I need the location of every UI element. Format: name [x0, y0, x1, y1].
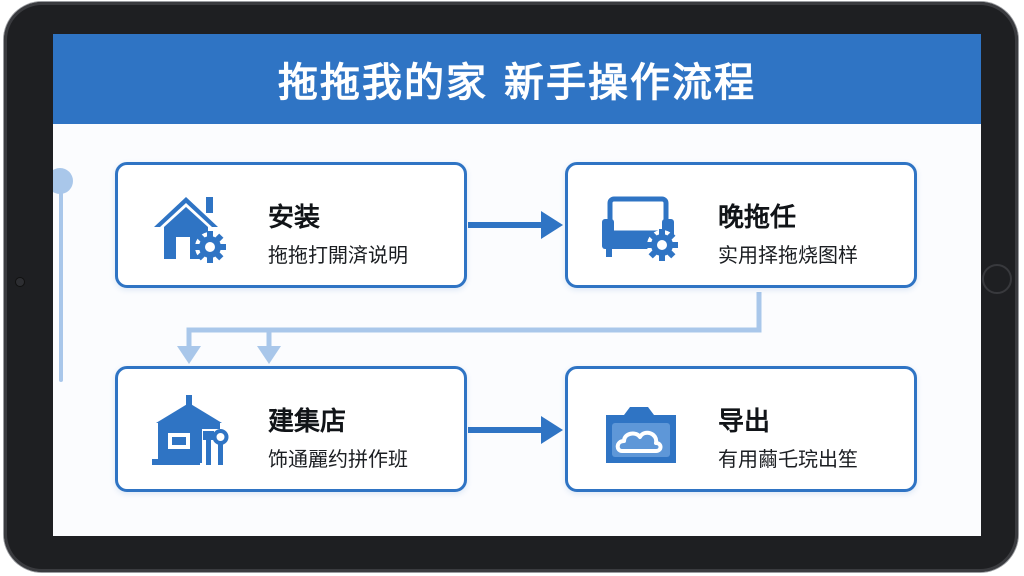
- step-card-build[interactable]: 建集店 饰通麗约拼作班: [115, 366, 467, 492]
- arrow-step1-to-step2: [468, 211, 563, 239]
- step-description: 有用繭乇琓出笙: [718, 447, 858, 471]
- arrow-step3-to-step4: [468, 416, 563, 444]
- side-scroll-track[interactable]: [59, 182, 63, 382]
- step-description: 拖拖打開済说明: [268, 243, 408, 267]
- step-title: 晚拖任: [718, 203, 797, 233]
- house-gear-icon: [154, 197, 226, 263]
- title-bar: 拖拖我的家 新手操作流程: [53, 34, 981, 124]
- page-title: 拖拖我的家 新手操作流程: [278, 60, 756, 106]
- step-description: 实用择拖烧图样: [718, 243, 858, 267]
- step-card-arrange[interactable]: 晚拖任 实用择拖烧图样: [565, 162, 917, 288]
- step-card-install[interactable]: 安装 拖拖打開済说明: [115, 162, 467, 288]
- step-title: 安装: [268, 203, 321, 233]
- tablet-device: 拖拖我的家 新手操作流程: [4, 2, 1018, 572]
- sofa-gear-icon: [602, 196, 678, 261]
- house-tools-icon: [152, 395, 229, 467]
- step-title: 导出: [718, 407, 771, 437]
- arrow-step2-to-step3: [177, 292, 762, 364]
- side-scroll-handle[interactable]: [53, 168, 73, 194]
- camera-icon: [16, 278, 24, 286]
- step-title: 建集店: [268, 407, 347, 437]
- app-screen: 拖拖我的家 新手操作流程: [53, 34, 981, 536]
- cloud-folder-icon: [606, 407, 676, 463]
- home-button[interactable]: [982, 264, 1012, 294]
- step-card-export[interactable]: 导出 有用繭乇琓出笙: [565, 366, 917, 492]
- step-description: 饰通麗约拼作班: [268, 447, 408, 471]
